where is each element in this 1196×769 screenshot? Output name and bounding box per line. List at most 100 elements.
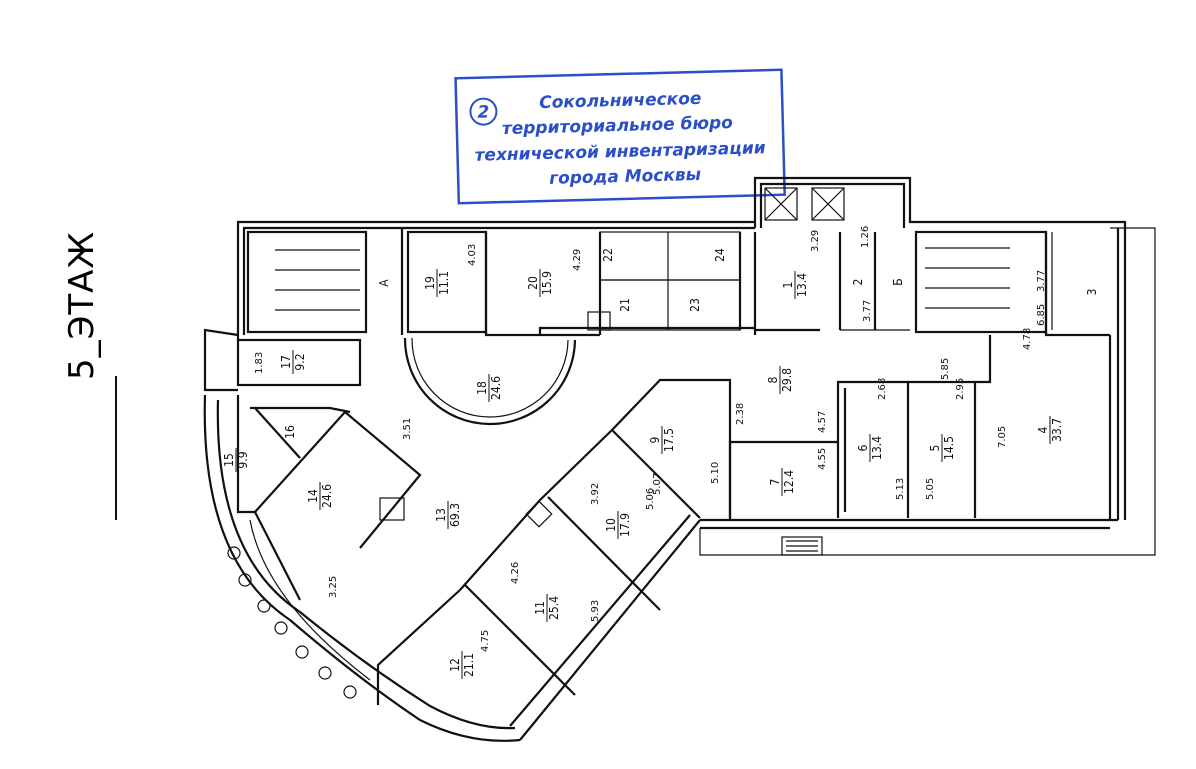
svg-text:25.4: 25.4: [547, 596, 561, 620]
dim-5-85: 5.85: [940, 358, 951, 380]
stamp-frame: [454, 68, 786, 205]
dim-3-77-a: 3.77: [862, 300, 873, 322]
dim-2-95: 2.95: [955, 378, 966, 400]
dim-6-85: 6.85: [1036, 304, 1047, 326]
stamp: 2 Сокольническое территориальное бюро те…: [454, 68, 786, 205]
dim-5-10: 5.10: [710, 462, 721, 484]
room-6: 6 13.4: [856, 434, 884, 462]
svg-text:3: 3: [1085, 289, 1099, 296]
stamp-line-2: территориальное бюро: [502, 113, 734, 139]
dim-3-51: 3.51: [402, 418, 413, 440]
room-9: 9 17.5: [648, 426, 676, 454]
room-17: 17 9.2: [279, 350, 307, 374]
stair-b-label: Б: [891, 278, 905, 285]
dim-5-13: 5.13: [895, 478, 906, 500]
svg-text:19: 19: [423, 276, 437, 290]
svg-text:10: 10: [604, 518, 618, 532]
room-2: 2: [851, 279, 865, 286]
svg-text:22: 22: [601, 248, 615, 262]
room-21: 21: [618, 298, 632, 312]
svg-text:24.6: 24.6: [320, 484, 334, 508]
svg-text:23: 23: [688, 298, 702, 312]
svg-text:24.6: 24.6: [489, 376, 503, 400]
svg-text:14.5: 14.5: [942, 436, 956, 460]
svg-text:4: 4: [1036, 426, 1050, 433]
dim-3-77-b: 3.77: [1036, 270, 1047, 292]
stamp-line-1: Сокольническое: [539, 89, 702, 113]
room-24: 24: [713, 248, 727, 262]
svg-text:1: 1: [781, 282, 795, 289]
svg-text:17.9: 17.9: [618, 513, 632, 537]
svg-text:5: 5: [928, 445, 942, 452]
room-19: 19 11.1: [423, 269, 451, 297]
svg-text:15.9: 15.9: [540, 271, 554, 295]
svg-text:12: 12: [448, 658, 462, 672]
dim-4-75: 4.75: [480, 630, 491, 652]
svg-text:29.8: 29.8: [780, 368, 794, 392]
room-16: 16: [283, 425, 297, 439]
dim-1-26: 1.26: [860, 226, 871, 248]
room-5: 5 14.5: [928, 434, 956, 462]
stamp-line-3: технической инвентаризации: [474, 138, 766, 166]
room-13: 13 69.3: [434, 501, 462, 529]
svg-text:33.7: 33.7: [1050, 418, 1064, 442]
svg-text:17: 17: [279, 355, 293, 369]
svg-text:20: 20: [526, 276, 540, 290]
svg-text:12.4: 12.4: [782, 470, 796, 494]
room-14: 14 24.6: [306, 482, 334, 510]
curve-columns: [227, 546, 357, 699]
dim-3-25: 3.25: [328, 576, 339, 598]
dim-4-57: 4.57: [817, 411, 828, 433]
svg-text:11: 11: [533, 601, 547, 615]
room-7: 7 12.4: [768, 468, 796, 496]
room-15: 15 9.9: [222, 448, 250, 472]
room-23: 23: [688, 298, 702, 312]
dim-5-05: 5.05: [925, 478, 936, 500]
room-4: 4 33.7: [1036, 416, 1064, 444]
entrance-steps: [781, 536, 823, 556]
svg-text:8: 8: [766, 376, 780, 383]
svg-text:69.3: 69.3: [448, 503, 462, 527]
stair-b: [925, 247, 1010, 309]
outer-walls: [203, 176, 1156, 742]
dim-4-78: 4.78: [1022, 328, 1033, 350]
stamp-number-circle: [469, 97, 498, 126]
svg-text:6: 6: [856, 444, 870, 451]
dim-2-38: 2.38: [735, 403, 746, 425]
svg-text:15: 15: [222, 453, 236, 467]
inner-walls: [236, 228, 1110, 705]
dim-5-07: 5.07: [652, 473, 663, 495]
dimension-labels: 4.03 4.29 3.29 1.26 3.77 3.77 6.85 4.78 …: [254, 226, 1047, 652]
svg-text:13.4: 13.4: [795, 273, 809, 297]
svg-text:Б: Б: [891, 278, 905, 285]
stamp-number: 2: [477, 102, 489, 122]
svg-text:13.4: 13.4: [870, 436, 884, 460]
elevators: [764, 187, 845, 221]
room-12: 12 21.1: [448, 651, 476, 679]
svg-text:9.2: 9.2: [293, 353, 307, 370]
svg-text:17.5: 17.5: [662, 428, 676, 452]
svg-text:18: 18: [475, 381, 489, 395]
dim-3-92: 3.92: [590, 483, 601, 505]
svg-text:13: 13: [434, 508, 448, 522]
svg-text:9: 9: [648, 436, 662, 443]
svg-text:21.1: 21.1: [462, 653, 476, 677]
stamp-line-4: города Москвы: [549, 165, 701, 189]
stair-a-label: А: [377, 279, 391, 287]
dim-5-93: 5.93: [590, 600, 601, 622]
dim-4-26: 4.26: [510, 562, 521, 584]
svg-text:21: 21: [618, 298, 632, 312]
svg-text:11.1: 11.1: [437, 271, 451, 295]
dim-2-68: 2.68: [877, 378, 888, 400]
dim-4-29: 4.29: [572, 249, 583, 271]
room-11: 11 25.4: [533, 594, 561, 622]
stair-a: [275, 249, 360, 311]
svg-text:9.9: 9.9: [236, 451, 250, 468]
dim-3-29: 3.29: [810, 230, 821, 252]
dim-5-06: 5.06: [645, 488, 656, 510]
dim-4-03: 4.03: [467, 244, 478, 266]
dim-4-55: 4.55: [817, 448, 828, 470]
svg-text:24: 24: [713, 248, 727, 262]
room-22: 22: [601, 248, 615, 262]
